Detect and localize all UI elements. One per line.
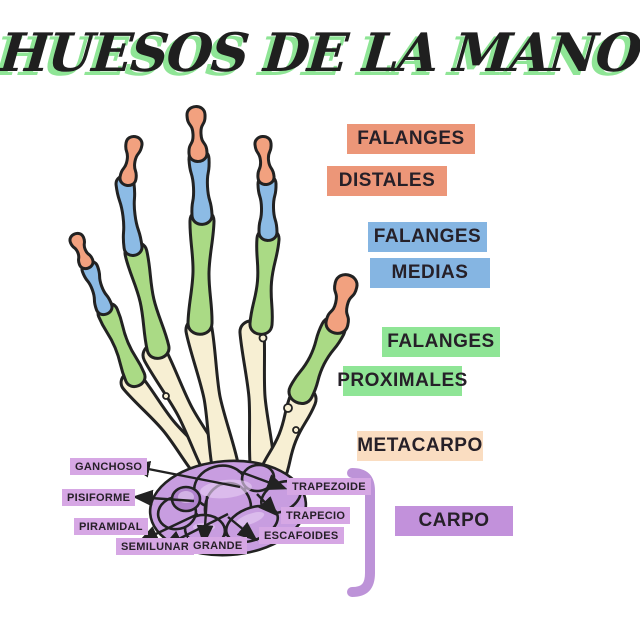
proximal-phalanges (96, 208, 347, 405)
arrow-grande (196, 495, 214, 546)
label-escafoides: ESCAFOIDES (259, 527, 344, 544)
label-ganchoso: GANCHOSO (70, 458, 148, 475)
arrow-trapecio (256, 493, 279, 517)
arrow-pisiforme (132, 489, 195, 507)
label-grande: GRANDE (188, 537, 248, 554)
label-piramidal: PIRAMIDAL (74, 518, 148, 535)
label-carpo: CARPO (395, 506, 513, 536)
label-metacarpo: METACARPO (357, 431, 483, 461)
label-trapezoide: TRAPEZOIDE (287, 478, 371, 495)
label-pisiforme: PISIFORME (62, 489, 136, 506)
label-falanges-proximales-line1: FALANGES (382, 327, 500, 357)
label-falanges-medias-line2: MEDIAS (370, 258, 490, 288)
label-falanges-distales-line1: FALANGES (347, 124, 475, 154)
arrow-escafoides (227, 516, 258, 542)
label-semilunar: SEMILUNAR (116, 538, 195, 555)
arrow-ganchoso (129, 460, 241, 489)
arrow-piramidal (137, 512, 199, 543)
pointer-arrows (129, 460, 288, 548)
nutrient-foramen (292, 426, 300, 434)
label-falanges-distales-line2: DISTALES (327, 166, 447, 196)
nutrient-foramen (283, 403, 293, 413)
label-falanges-medias-line1: FALANGES (368, 222, 487, 252)
carpo-bracket (347, 468, 375, 597)
arrow-trapezoide (237, 469, 288, 491)
label-trapecio: TRAPECIO (281, 507, 351, 524)
middle-phalanges (80, 148, 279, 317)
nutrient-foramen (162, 392, 170, 400)
distal-phalanges (68, 105, 359, 335)
label-falanges-proximales-line2: PROXIMALES (337, 366, 467, 396)
metacarpal-bones (119, 316, 318, 490)
